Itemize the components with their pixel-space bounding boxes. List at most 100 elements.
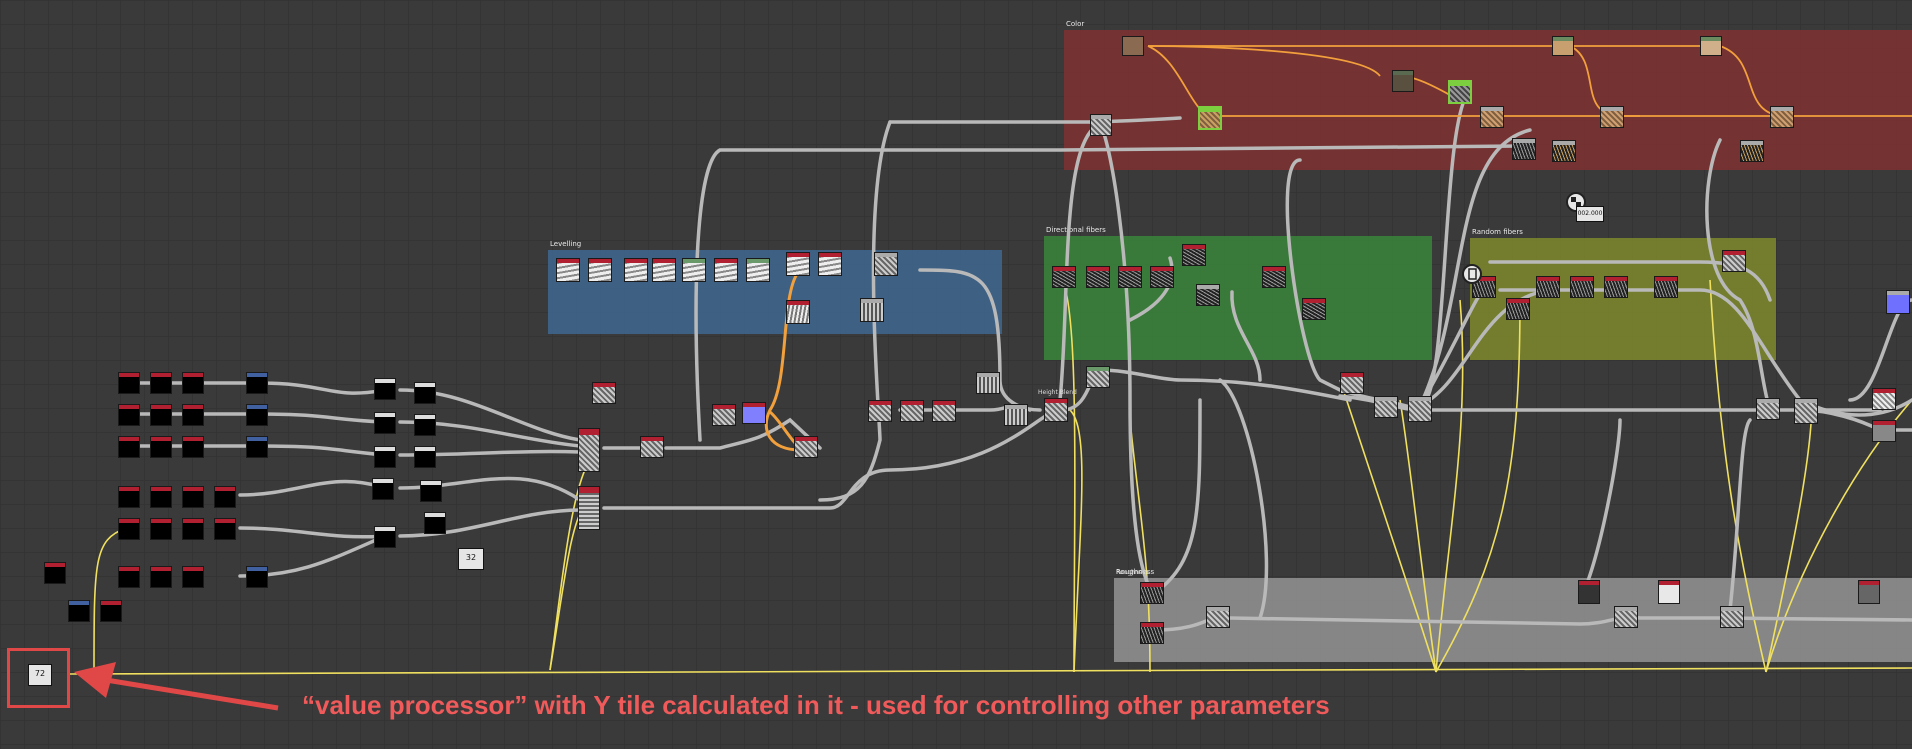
graph-node[interactable] [1086, 366, 1110, 388]
graph-node[interactable] [1886, 290, 1910, 314]
levels-node[interactable] [714, 258, 738, 282]
roughness-node[interactable] [1140, 582, 1164, 604]
blend-node[interactable] [578, 428, 600, 472]
random-fibers-node[interactable] [1506, 298, 1530, 320]
value-node-32[interactable]: 32 [458, 548, 484, 570]
fibers-node[interactable] [1182, 244, 1206, 266]
graph-node[interactable] [182, 436, 204, 458]
graph-node[interactable] [182, 372, 204, 394]
graph-node[interactable] [868, 400, 892, 422]
color-node[interactable] [1770, 106, 1794, 128]
random-fibers-node[interactable] [1654, 276, 1678, 298]
graph-node[interactable] [712, 404, 736, 426]
graph-node[interactable] [374, 446, 396, 468]
graph-node[interactable] [246, 404, 268, 426]
frame-levelling[interactable]: Levelling [548, 240, 1002, 334]
graph-node[interactable] [118, 486, 140, 508]
color-node[interactable] [1600, 106, 1624, 128]
fibers-node[interactable] [1196, 284, 1220, 306]
graph-node[interactable] [182, 518, 204, 540]
graph-node[interactable] [214, 518, 236, 540]
color-node[interactable] [1448, 80, 1472, 104]
graph-node[interactable] [150, 486, 172, 508]
graph-node[interactable] [182, 486, 204, 508]
graph-node[interactable] [150, 518, 172, 540]
roughness-node[interactable] [1658, 580, 1680, 604]
graph-node[interactable] [150, 404, 172, 426]
color-node[interactable] [1512, 138, 1536, 160]
random-fibers-node[interactable] [1570, 276, 1594, 298]
color-node[interactable] [1700, 36, 1722, 56]
frame-directional-fibers[interactable]: Directional fibers [1044, 226, 1432, 360]
graph-node[interactable] [150, 372, 172, 394]
levels-node[interactable] [860, 298, 884, 322]
graph-node[interactable] [976, 372, 1000, 394]
graph-node[interactable] [44, 562, 66, 584]
graph-node[interactable] [1408, 396, 1432, 422]
document-pin-icon[interactable] [1462, 264, 1482, 284]
levels-node[interactable] [624, 258, 648, 282]
graph-node[interactable] [420, 480, 442, 502]
roughness-node[interactable] [1858, 580, 1880, 604]
graph-node[interactable] [214, 486, 236, 508]
color-node[interactable] [1552, 36, 1574, 56]
graph-node[interactable] [182, 404, 204, 426]
levels-node[interactable] [786, 300, 810, 324]
graph-node[interactable] [118, 436, 140, 458]
roughness-node[interactable] [1578, 580, 1600, 604]
graph-node[interactable] [1872, 420, 1896, 442]
graph-node[interactable] [374, 526, 396, 548]
graph-node[interactable] [414, 446, 436, 468]
graph-node[interactable] [118, 372, 140, 394]
graph-node[interactable] [118, 404, 140, 426]
color-node[interactable] [1122, 36, 1144, 56]
graph-node[interactable] [246, 566, 268, 588]
levels-node[interactable] [652, 258, 676, 282]
fibers-node[interactable] [1118, 266, 1142, 288]
graph-node[interactable] [414, 414, 436, 436]
levels-node[interactable] [682, 258, 706, 282]
graph-node[interactable] [118, 566, 140, 588]
levels-node[interactable] [556, 258, 580, 282]
graph-node[interactable] [640, 436, 664, 458]
roughness-node[interactable] [1206, 606, 1230, 628]
color-node[interactable] [1552, 140, 1576, 162]
graph-node[interactable] [118, 518, 140, 540]
levels-node[interactable] [786, 252, 810, 276]
levels-node[interactable] [874, 252, 898, 276]
graph-node[interactable] [592, 382, 616, 404]
graph-node[interactable] [374, 378, 396, 400]
graph-node[interactable] [742, 402, 766, 424]
pin-value-node[interactable]: 002.000 [1576, 206, 1604, 222]
fibers-node[interactable] [1262, 266, 1286, 288]
graph-node[interactable] [1872, 388, 1896, 410]
graph-node[interactable] [424, 512, 446, 534]
graph-node[interactable] [150, 566, 172, 588]
levels-node[interactable] [588, 258, 612, 282]
height-blend-node[interactable] [1044, 398, 1068, 422]
graph-node[interactable] [794, 436, 818, 458]
color-node[interactable] [1198, 106, 1222, 130]
graph-node[interactable] [1374, 396, 1398, 418]
graph-node[interactable] [100, 600, 122, 622]
graph-node[interactable] [1340, 372, 1364, 394]
random-fibers-node[interactable] [1536, 276, 1560, 298]
random-fibers-node[interactable] [1604, 276, 1628, 298]
graph-node[interactable] [246, 372, 268, 394]
roughness-node[interactable] [1614, 606, 1638, 628]
blend-node[interactable] [578, 486, 600, 530]
graph-node[interactable] [246, 436, 268, 458]
color-node[interactable] [1740, 140, 1764, 162]
graph-node[interactable] [900, 400, 924, 422]
value-processor-node[interactable]: 72 [28, 664, 52, 686]
random-fibers-node[interactable] [1722, 250, 1746, 272]
graph-node[interactable] [414, 382, 436, 404]
color-node[interactable] [1090, 114, 1112, 136]
roughness-node[interactable] [1720, 606, 1744, 628]
color-node[interactable] [1392, 70, 1414, 92]
graph-node[interactable] [150, 436, 172, 458]
fibers-node[interactable] [1086, 266, 1110, 288]
graph-node[interactable] [1756, 398, 1780, 420]
levels-node[interactable] [746, 258, 770, 282]
